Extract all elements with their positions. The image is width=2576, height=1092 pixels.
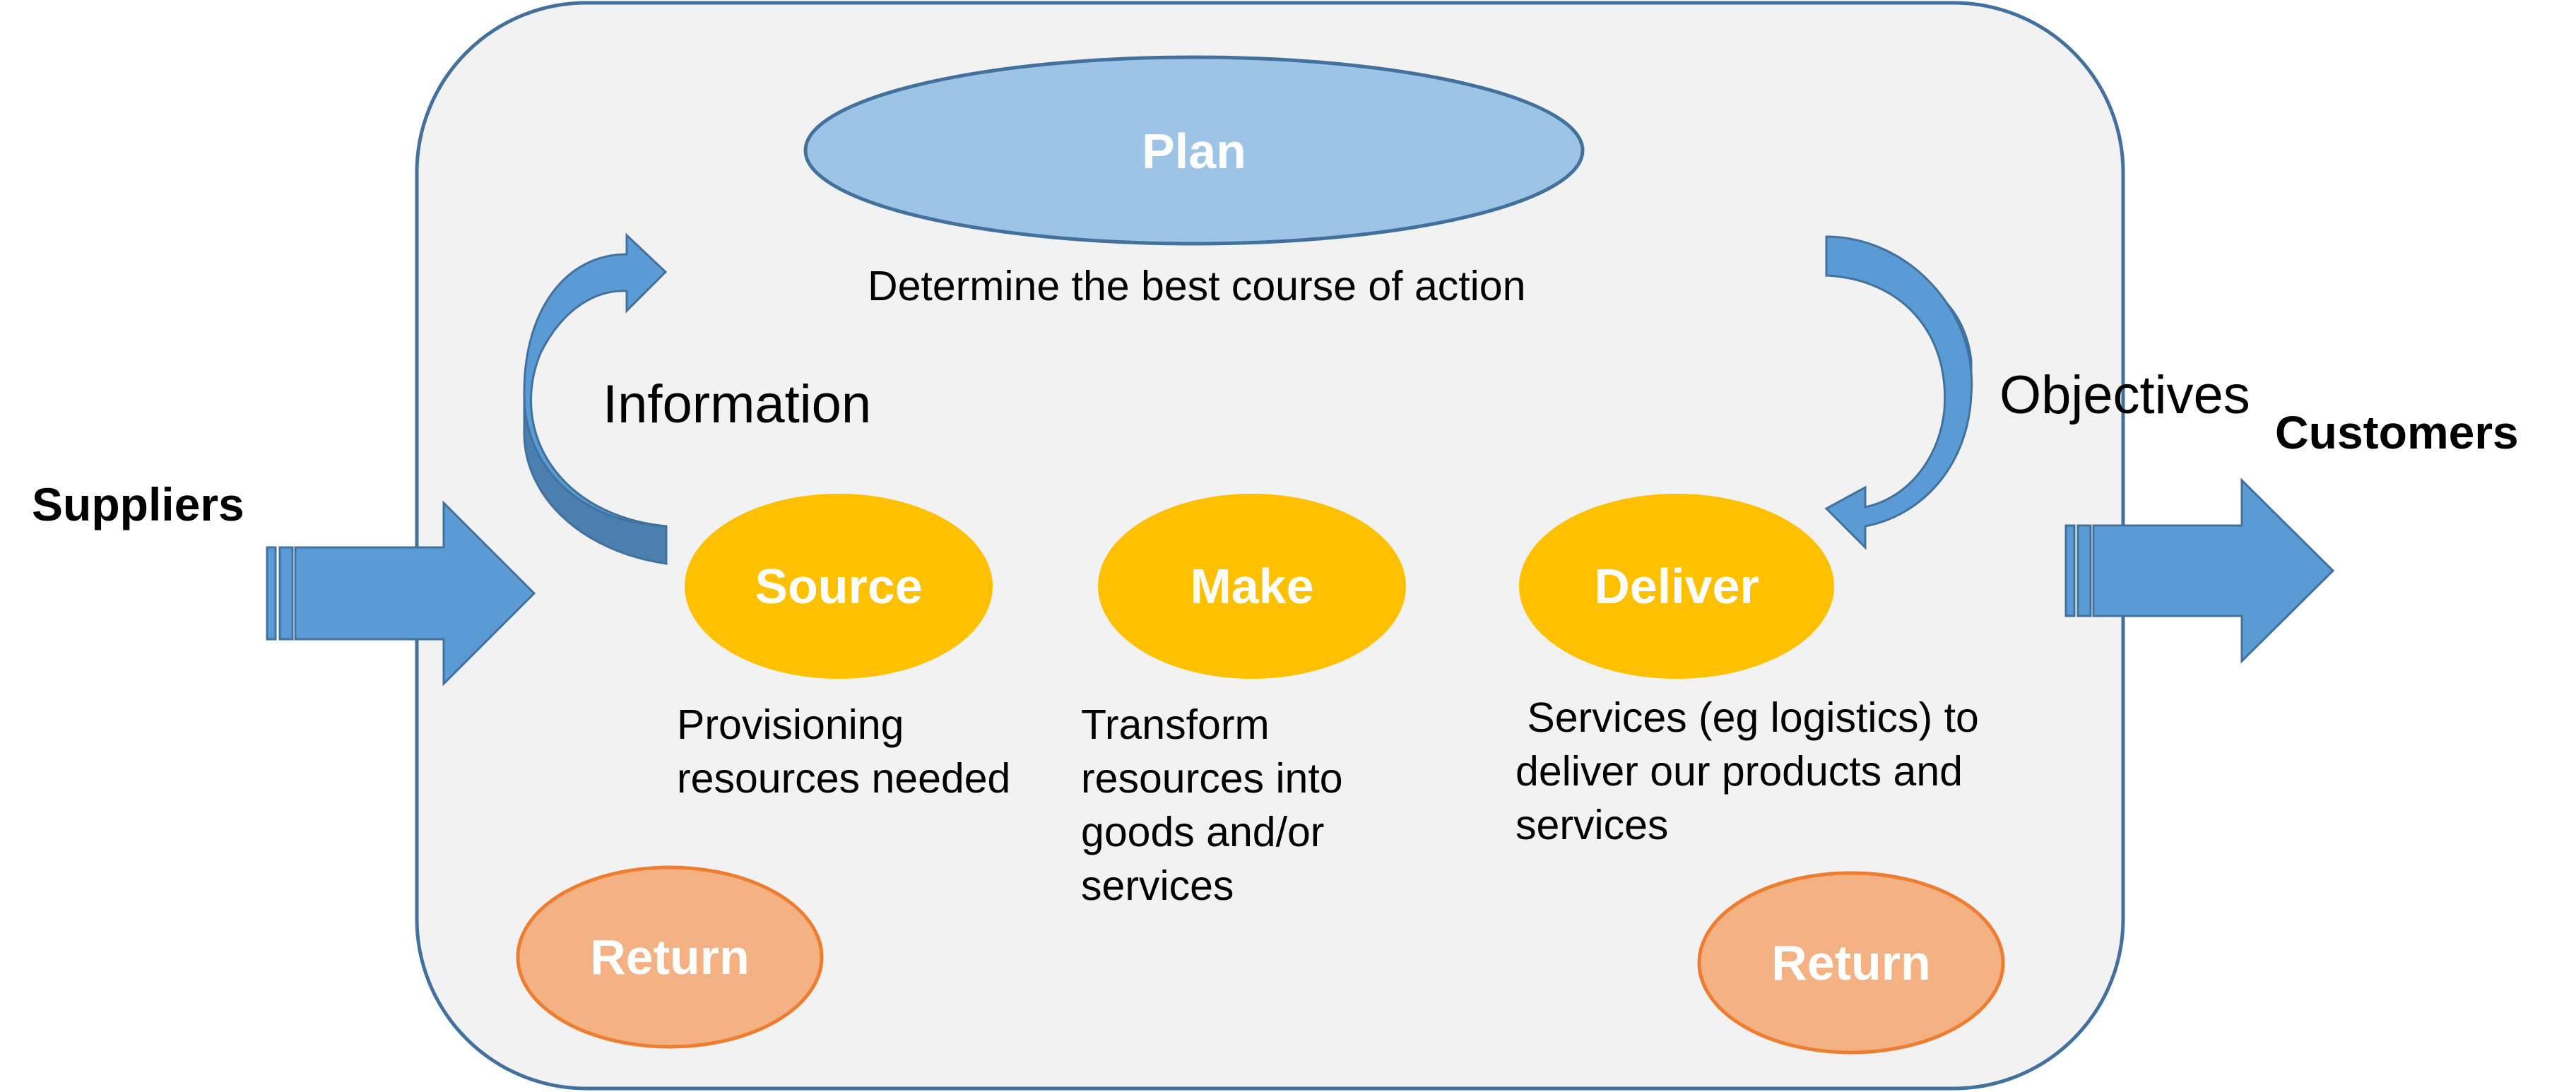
source-label: Source bbox=[755, 559, 922, 614]
deliver-description-line: deliver our products and bbox=[1516, 748, 1963, 795]
objectives-arrow bbox=[1824, 235, 1973, 550]
make-node: Make bbox=[1098, 494, 1406, 679]
objectives-label: Objectives bbox=[1999, 365, 2250, 425]
deliver-node: Deliver bbox=[1519, 494, 1834, 679]
make-description: Transform resources into goods and/or se… bbox=[1081, 701, 1343, 909]
source-description-line: resources needed bbox=[677, 755, 1010, 802]
make-label: Make bbox=[1190, 559, 1313, 614]
return-right-label: Return bbox=[1771, 935, 1931, 990]
make-description-line: Transform bbox=[1081, 701, 1270, 748]
customers-label: Customers bbox=[2275, 406, 2519, 458]
return-left-node: Return bbox=[516, 865, 824, 1049]
information-label: Information bbox=[603, 374, 871, 434]
customers-arrow bbox=[2064, 477, 2335, 664]
suppliers-label: Suppliers bbox=[32, 478, 244, 530]
make-description-line: services bbox=[1081, 862, 1234, 909]
return-right-node: Return bbox=[1697, 871, 2005, 1055]
information-arrow bbox=[523, 232, 668, 565]
deliver-description: Services (eg logistics) to deliver our p… bbox=[1516, 694, 1979, 848]
deliver-description-line: Services (eg logistics) to bbox=[1516, 694, 1979, 741]
source-node: Source bbox=[685, 494, 993, 679]
source-description: Provisioning resources needed bbox=[677, 701, 1010, 802]
return-left-label: Return bbox=[590, 930, 750, 985]
plan-label: Plan bbox=[1142, 124, 1246, 179]
make-description-line: goods and/or bbox=[1081, 809, 1324, 855]
plan-description: Determine the best course of action bbox=[868, 263, 1525, 309]
suppliers-arrow bbox=[266, 500, 536, 687]
plan-node: Plan bbox=[803, 55, 1585, 246]
source-description-line: Provisioning bbox=[677, 701, 904, 748]
deliver-label: Deliver bbox=[1594, 559, 1759, 614]
deliver-description-line: services bbox=[1516, 802, 1668, 848]
make-description-line: resources into bbox=[1081, 755, 1343, 802]
